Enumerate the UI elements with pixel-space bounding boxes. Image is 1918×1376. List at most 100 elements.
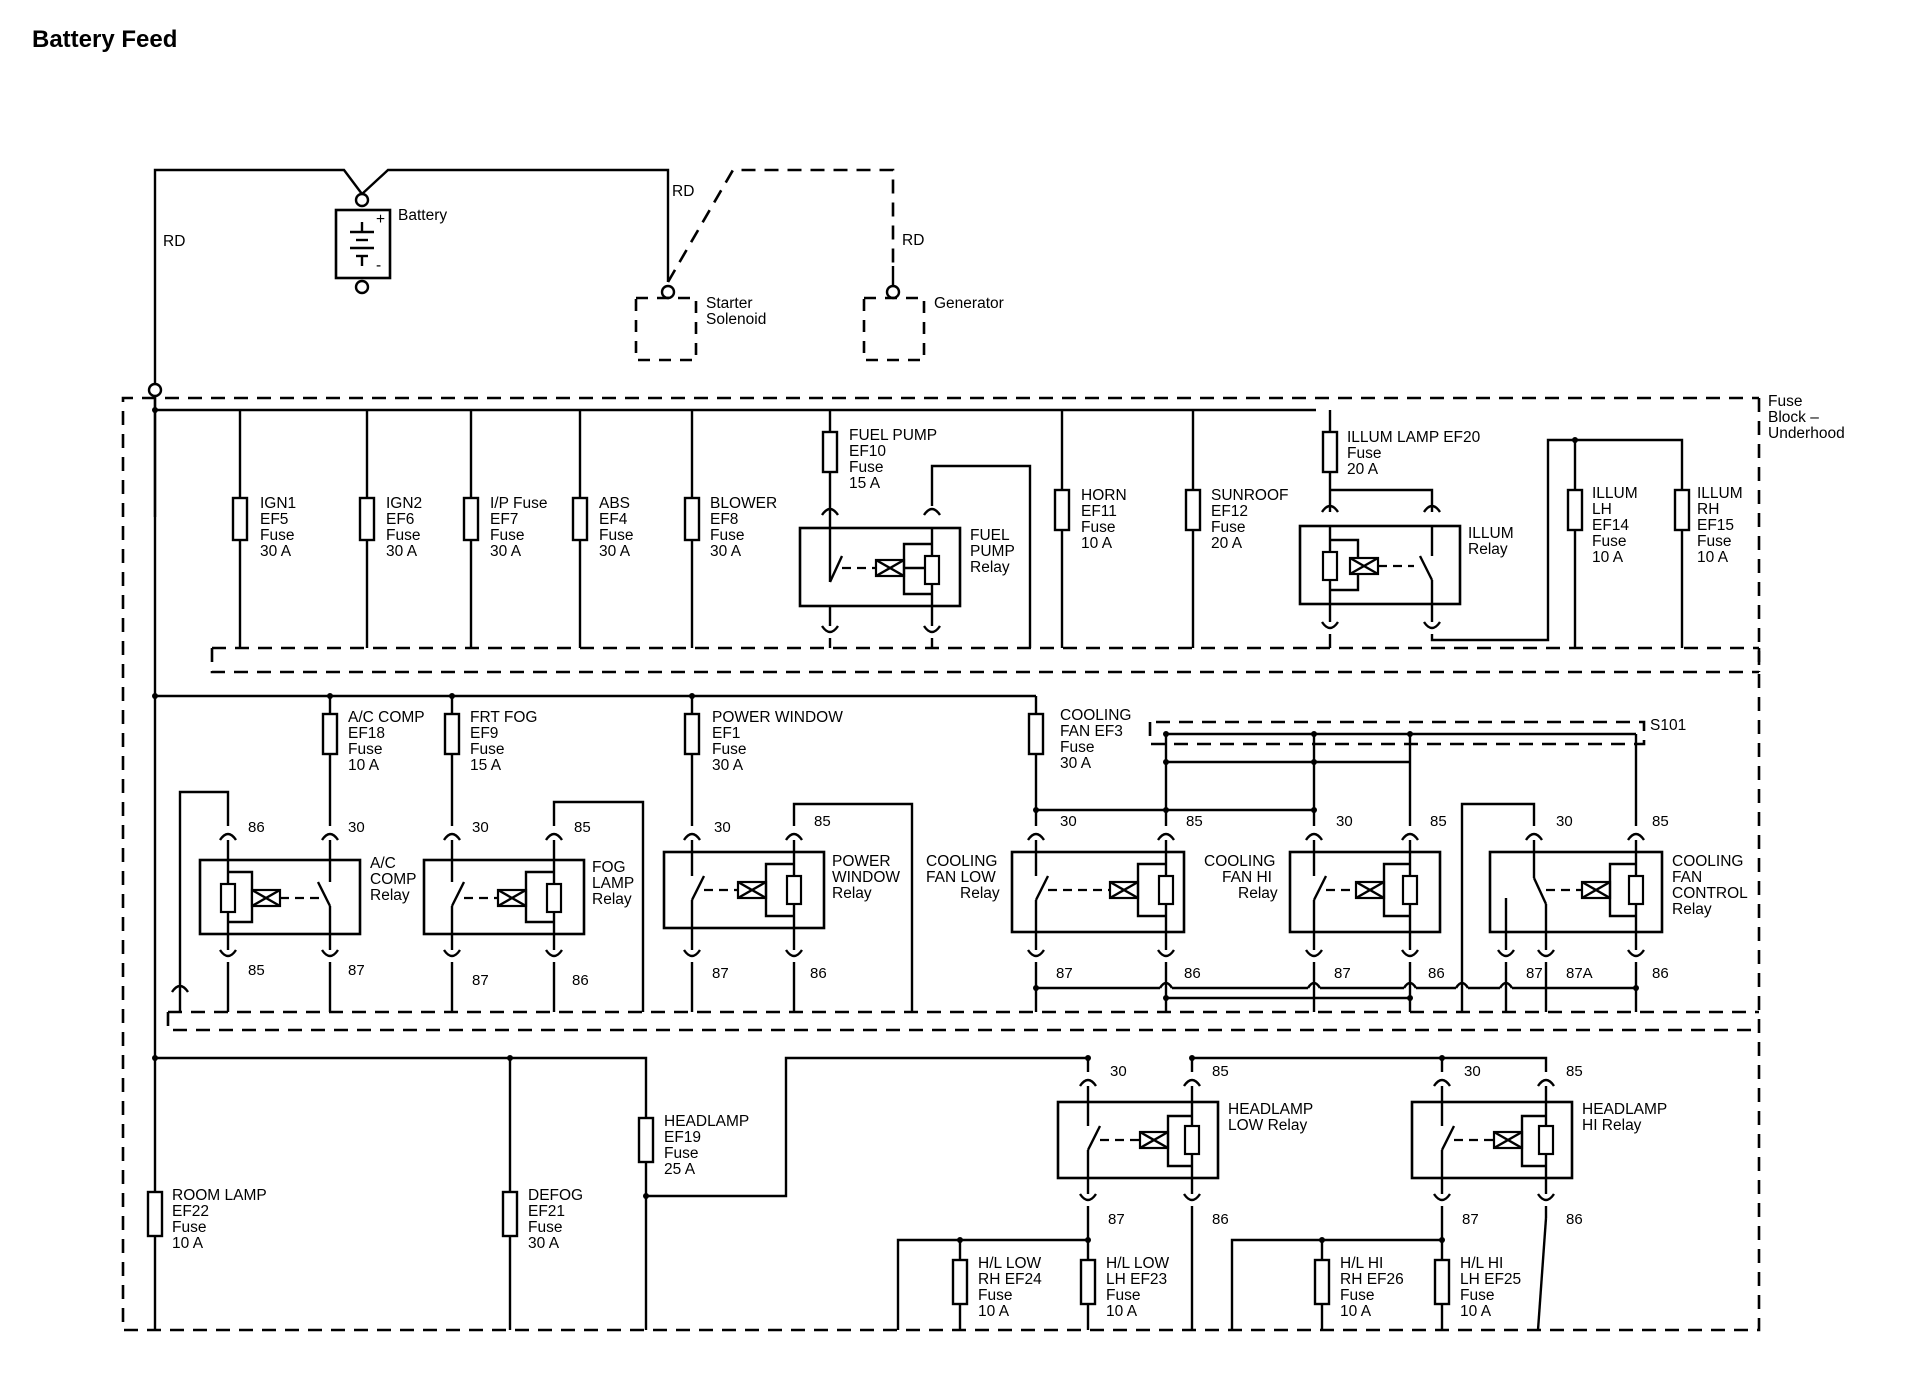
svg-text:86: 86 [248,819,265,836]
svg-text:87: 87 [1526,965,1543,982]
splice-bus [1033,731,1638,826]
svg-text:30: 30 [472,819,489,836]
svg-text:-: - [376,257,381,274]
wire-label-rd: RD [163,233,185,250]
battery-feed-wires [147,168,901,517]
svg-text:86: 86 [1652,965,1669,982]
wire-label-rd: RD [902,232,924,249]
svg-text:87: 87 [1108,1211,1125,1228]
svg-text:30: 30 [348,819,365,836]
svg-text:85: 85 [1652,813,1669,830]
svg-text:85: 85 [1212,1063,1229,1080]
svg-text:87: 87 [472,972,489,989]
row3-bus [152,1055,1090,1330]
svg-text:30: 30 [1556,813,1573,830]
diagram-title: Battery Feed [32,26,178,53]
row1-bus [152,396,1316,1058]
generator: Generator [862,295,1004,362]
svg-text:30: 30 [1464,1063,1481,1080]
svg-text:86: 86 [1428,965,1445,982]
svg-text:30: 30 [714,819,731,836]
svg-text:87: 87 [1462,1211,1479,1228]
svg-text:86: 86 [572,972,589,989]
cooling-crossovers [1033,981,1639,1001]
svg-text:85: 85 [574,819,591,836]
row2-bus [152,693,1036,699]
svg-text:87: 87 [1334,965,1351,982]
svg-text:+: + [376,211,385,228]
svg-text:85: 85 [1566,1063,1583,1080]
svg-text:Generator: Generator [934,295,1004,312]
svg-text:85: 85 [1186,813,1203,830]
svg-text:30: 30 [1336,813,1353,830]
svg-text:30: 30 [1060,813,1077,830]
svg-text:87: 87 [1056,965,1073,982]
svg-text:86: 86 [810,965,827,982]
svg-text:87: 87 [348,962,365,979]
svg-text:85: 85 [814,813,831,830]
svg-text:30: 30 [1110,1063,1127,1080]
battery-label: Battery [398,207,447,224]
svg-text:86: 86 [1184,965,1201,982]
splice-s101: S101 [1650,717,1686,734]
svg-text:85: 85 [248,962,265,979]
